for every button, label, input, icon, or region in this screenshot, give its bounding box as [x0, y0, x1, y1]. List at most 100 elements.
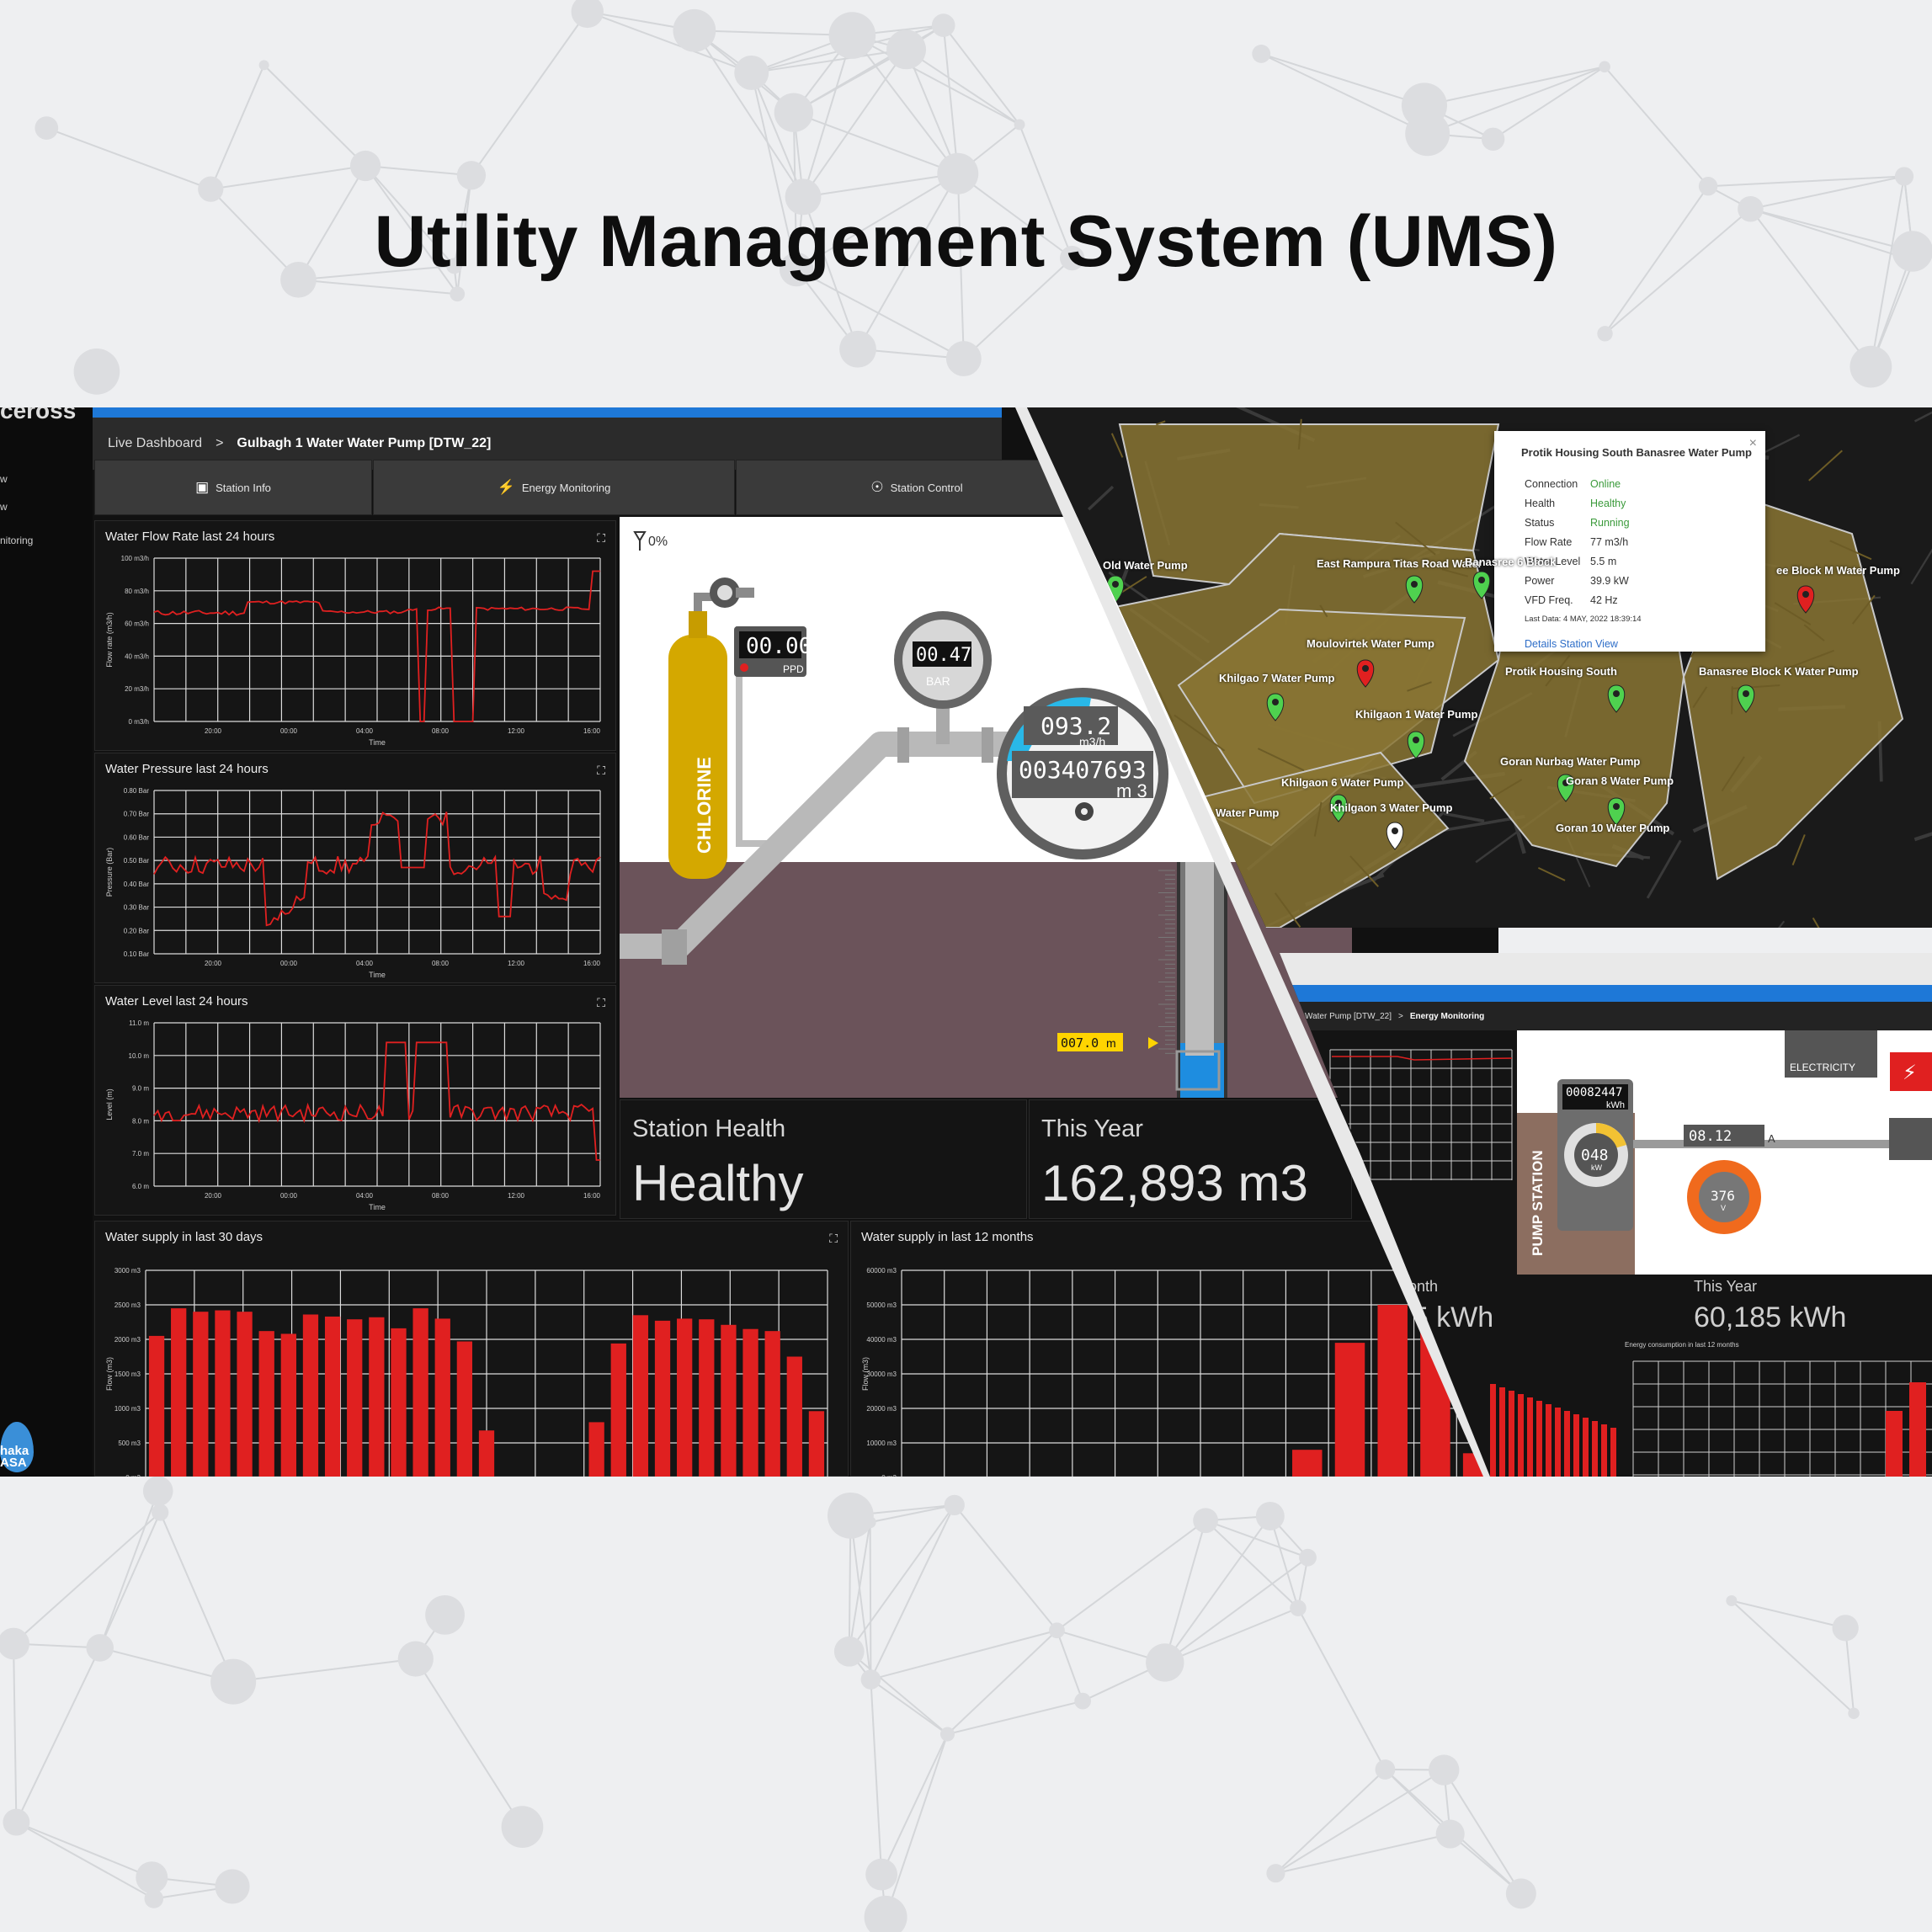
- energy-breadcrumb-left[interactable]: Water Pump [DTW_22]: [1305, 1011, 1392, 1021]
- bar: [1573, 1414, 1579, 1477]
- x-tick-label: 08:00: [432, 1192, 450, 1200]
- station-health-label: Station Health: [632, 1115, 786, 1142]
- network-line: [1427, 66, 1605, 135]
- pump-label[interactable]: Banasree 6 Block: [1465, 556, 1557, 568]
- network-line: [956, 173, 965, 359]
- network-line: [587, 10, 753, 74]
- network-node: [1698, 177, 1718, 196]
- network-line: [1163, 1520, 1207, 1663]
- network-node: [86, 1634, 114, 1662]
- sidebar-item-1[interactable]: w: [0, 473, 8, 485]
- map-street: [1774, 602, 1812, 625]
- tab-energy-monitoring[interactable]: ⚡ Energy Monitoring: [373, 460, 735, 515]
- y-tick-label: 9.0 m: [132, 1085, 149, 1093]
- network-line: [802, 196, 859, 350]
- network-line: [1493, 66, 1605, 141]
- expand-icon[interactable]: ⛶: [597, 531, 605, 545]
- network-line: [1269, 1515, 1299, 1609]
- network-line: [796, 269, 965, 359]
- popup-row-vfd: VFD Freq.42 Hz: [1525, 594, 1618, 606]
- network-line: [1384, 1769, 1451, 1835]
- network-node: [144, 1889, 164, 1908]
- bar: [808, 1411, 825, 1477]
- network-line: [1205, 1520, 1308, 1559]
- network-line: [414, 1658, 524, 1828]
- y-tick-label: 0.10 Bar: [124, 950, 150, 958]
- map-marker-dot: [1413, 737, 1419, 743]
- breadcrumb-root[interactable]: Live Dashboard: [108, 436, 203, 450]
- network-line: [1056, 1630, 1084, 1702]
- pump-label[interactable]: Banasree Block K Water Pump: [1699, 665, 1859, 678]
- this-year-value: 162,893 m3: [1041, 1155, 1308, 1211]
- bar: [1583, 1418, 1589, 1477]
- network-line: [1443, 1770, 1522, 1894]
- bar: [171, 1308, 187, 1477]
- network-node: [258, 60, 269, 71]
- pump-label[interactable]: Old Water Pump: [1103, 559, 1188, 572]
- pump-label[interactable]: Khilgao 7 Water Pump: [1219, 672, 1335, 684]
- expand-icon[interactable]: ⛶: [597, 996, 605, 1009]
- network-line: [1056, 1520, 1206, 1631]
- y-tick-label: 0.20 Bar: [124, 927, 150, 934]
- pump-label[interactable]: Goran Nurbag Water Pump: [1500, 755, 1641, 768]
- network-line: [953, 1504, 1058, 1631]
- x-axis-label: Time: [369, 1203, 386, 1211]
- network-node: [833, 1636, 865, 1667]
- network-line: [453, 175, 472, 267]
- network-line: [233, 1658, 416, 1683]
- sidebar-item-2[interactable]: w: [0, 501, 8, 513]
- pump-label[interactable]: Goran 8 Water Pump: [1566, 774, 1674, 787]
- bar: [1527, 1397, 1533, 1477]
- expand-icon[interactable]: ⛶: [597, 764, 605, 777]
- expand-icon[interactable]: ⛶: [829, 1232, 838, 1245]
- pump-label[interactable]: Khilgaon 1 Water Pump: [1355, 708, 1478, 721]
- level-ruler: [1158, 870, 1175, 1054]
- network-node: [1738, 195, 1764, 222]
- network-line: [1750, 175, 1905, 210]
- network-line: [1731, 1599, 1846, 1629]
- network-node: [450, 286, 466, 302]
- network-node: [1892, 231, 1932, 272]
- x-tick-label: 00:00: [280, 1192, 298, 1200]
- bar: [632, 1315, 649, 1477]
- pump-label[interactable]: Goran 10 Water Pump: [1556, 822, 1670, 834]
- network-node: [939, 1727, 955, 1742]
- x-tick-label: 12:00: [508, 960, 525, 967]
- network-node: [198, 176, 224, 202]
- bar: [302, 1314, 319, 1477]
- this-year-box: This Year 162,893 m3: [1029, 1099, 1352, 1219]
- network-line: [13, 1643, 18, 1823]
- x-axis-label: Time: [369, 738, 386, 747]
- x-tick-label: 04:00: [356, 960, 374, 967]
- pump-station-label: PUMP STATION: [1530, 1150, 1546, 1256]
- bar: [1601, 1424, 1607, 1477]
- pump-label[interactable]: Water Pump: [1216, 806, 1280, 819]
- bar: [786, 1356, 802, 1477]
- bar: [1886, 1411, 1903, 1477]
- close-icon[interactable]: ×: [1748, 436, 1757, 450]
- network-node: [1597, 326, 1613, 342]
- network-node: [1375, 1759, 1396, 1780]
- pump-label[interactable]: Protik Housing South: [1505, 665, 1617, 678]
- x-tick-label: 12:00: [508, 1192, 525, 1200]
- pump-label[interactable]: East Rampura Titas Road Water: [1317, 557, 1482, 570]
- network-node: [1049, 1622, 1065, 1639]
- network-node: [1074, 1692, 1091, 1710]
- map-marker-dot: [1743, 690, 1749, 697]
- sidebar-item-monitoring[interactable]: nitoring: [0, 535, 34, 546]
- tab-station-control[interactable]: ☉ Station Control: [736, 460, 1098, 515]
- tab-station-info[interactable]: ▣ Station Info: [94, 460, 372, 515]
- details-station-link[interactable]: Details Station View: [1525, 638, 1618, 650]
- map-marker-dot: [1613, 803, 1620, 810]
- network-node: [785, 178, 822, 216]
- pump-label[interactable]: Khilgaon 3 Water Pump: [1330, 801, 1453, 814]
- pump-label[interactable]: Moulovirtek Water Pump: [1307, 637, 1434, 650]
- pump-label[interactable]: Khilgaon 6 Water Pump: [1281, 776, 1404, 789]
- bar: [1536, 1401, 1542, 1477]
- accent-bar: [1280, 985, 1932, 1002]
- y-tick-label: 40000 m3: [866, 1336, 897, 1344]
- pump-label[interactable]: ee Block M Water Pump: [1776, 564, 1900, 577]
- target-icon: ☉: [870, 479, 884, 495]
